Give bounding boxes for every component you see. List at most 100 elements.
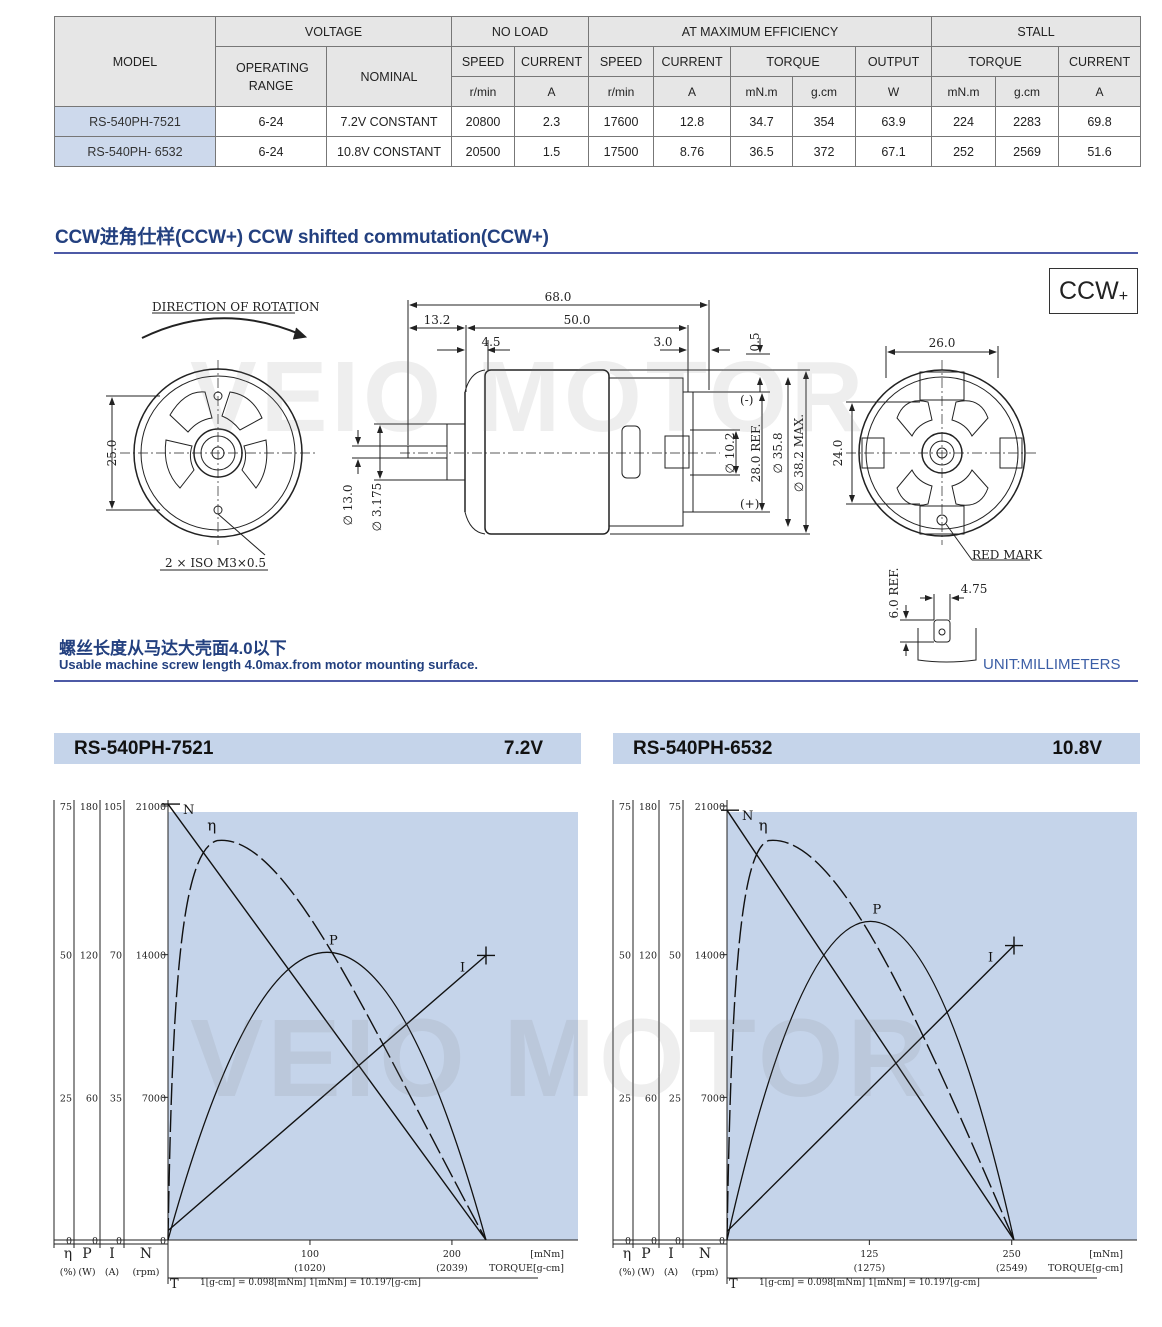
note-en: Usable machine screw length 4.0max.from … [59, 657, 478, 672]
cell-st-torque-gcm: 2569 [995, 136, 1060, 167]
label-red-mark: RED MARK [972, 548, 1043, 562]
cell-me-current: 8.76 [653, 136, 732, 167]
cell-st-torque-gcm: 2283 [995, 106, 1060, 137]
axis-tick-label: 60 [86, 1093, 98, 1104]
axis-tick-label: 21000 [136, 802, 166, 813]
dim-0-5: 0.5 [748, 332, 762, 351]
side-view [352, 300, 810, 535]
header-voltage: VOLTAGE [214, 16, 453, 47]
axis-tick-label: 70 [110, 951, 122, 962]
x-tick-label: 200 [443, 1249, 461, 1260]
cell-nominal: 10.8V CONSTANT [325, 136, 453, 167]
cell-me-torque-gcm: 354 [792, 106, 857, 137]
header-no-load: NO LOAD [451, 16, 590, 47]
series-n-line [167, 803, 487, 1241]
chart-model-2: RS-540PH-6532 [633, 738, 773, 759]
cell-nominal: 7.2V CONSTANT [325, 106, 453, 137]
header-me-torque: TORQUE [730, 46, 857, 77]
series-eta-label: η [759, 817, 768, 835]
chart-voltage-1: 7.2V [503, 738, 543, 759]
axis-tick-label: 21000 [695, 802, 725, 813]
axis-tick-label: 25 [60, 1093, 72, 1104]
x-tick-gcm-label: (2549) [996, 1263, 1028, 1274]
front-view [106, 312, 308, 571]
axis-tick-label: 14000 [136, 951, 166, 962]
cell-model: RS-540PH- 6532 [54, 136, 216, 167]
cell-range: 6-24 [215, 106, 327, 137]
series-n-label: N [742, 809, 753, 824]
axis-symbol: η [64, 1246, 72, 1262]
axis-tick-label: 0 [66, 1236, 72, 1247]
header-model: MODEL [54, 16, 216, 107]
dim-28: 28.0 REF. [749, 424, 763, 483]
x-tick-label: 100 [301, 1249, 319, 1260]
axis-tick-label: 25 [619, 1093, 631, 1104]
cell-nl-speed: 20500 [451, 136, 516, 167]
unit-note: UNIT:MILLIMETERS [983, 656, 1121, 673]
axis-symbol: N [699, 1246, 711, 1262]
axis-tick-label: 180 [639, 802, 657, 813]
dim-3-0: 3.0 [653, 335, 672, 349]
axis-tick-label: 35 [110, 1093, 122, 1104]
axis-unit: (rpm) [691, 1267, 718, 1278]
unit-mnm: mN.m [931, 76, 997, 107]
axis-unit: (%) [60, 1267, 76, 1278]
unit-mnm: mN.m [730, 76, 794, 107]
axis-tick-label: 120 [80, 951, 98, 962]
note-cn: 螺丝长度从马达大壳面4.0以下 [59, 639, 287, 658]
axis-symbol: N [140, 1246, 152, 1262]
series-i-label: I [988, 951, 993, 966]
torque-label: TORQUE[g-cm] [1048, 1263, 1123, 1274]
unit-amp: A [514, 76, 590, 107]
x-tick-gcm-label: (1275) [854, 1263, 886, 1274]
header-operating-range: OPERATING RANGE [215, 46, 327, 107]
unit-gcm: g.cm [792, 76, 857, 107]
cell-st-torque-mnm: 252 [931, 136, 997, 167]
axis-tick-label: 50 [619, 951, 631, 962]
dim-4-5: 4.5 [481, 335, 500, 349]
axis-tick-label: 75 [619, 802, 631, 813]
cell-range: 6-24 [215, 136, 327, 167]
cell-me-output: 63.9 [855, 106, 933, 137]
axis-tick-label: 105 [104, 802, 122, 813]
unit-watt: W [855, 76, 933, 107]
axis-unit: (W) [78, 1267, 95, 1278]
axis-tick-label: 0 [116, 1236, 122, 1247]
label-screw: 2 × ISO M3×0.5 [165, 556, 266, 570]
x-unit-label: [mNm] [530, 1249, 564, 1260]
ccw-label: CCW [1058, 277, 1119, 305]
ccw-badge: CCW+ [1049, 268, 1138, 314]
dim-50: 50.0 [564, 313, 591, 327]
axis-tick-label: 7000 [701, 1093, 725, 1104]
header-nominal: NOMINAL [325, 46, 453, 107]
axis-unit: (rpm) [132, 1267, 159, 1278]
series-p-label: P [329, 933, 338, 948]
series-eta-curve [167, 839, 487, 1241]
series-p-curve [167, 951, 487, 1241]
series-n-label: N [183, 803, 194, 818]
cell-me-speed: 17500 [588, 136, 655, 167]
label-minus: (-) [740, 393, 753, 407]
cell-nl-current: 1.5 [514, 136, 590, 167]
header-st-current: CURRENT [1058, 46, 1142, 77]
header-nl-speed: SPEED [451, 46, 516, 77]
axis-tick-label: 25 [669, 1093, 681, 1104]
x-unit-label: [mNm] [1089, 1249, 1123, 1260]
cell-st-current: 51.6 [1058, 136, 1142, 167]
dim-13-2: 13.2 [424, 313, 451, 327]
section-rule-bottom [54, 680, 1138, 682]
cell-me-torque-gcm: 372 [792, 136, 857, 167]
axis-symbol: P [82, 1246, 91, 1262]
header-st-torque: TORQUE [931, 46, 1060, 77]
header-me-speed: SPEED [588, 46, 655, 77]
dim-35-8: ∅ 35.8 [771, 433, 785, 474]
dim-68: 68.0 [545, 290, 572, 304]
t-label: T [170, 1277, 179, 1292]
chart-header-1: RS-540PH-7521 7.2V [54, 733, 581, 764]
dim-6: 6.0 REF. [887, 568, 901, 619]
cell-model: RS-540PH-7521 [54, 106, 216, 137]
dim-26: 26.0 [929, 336, 956, 350]
axis-tick-label: 180 [80, 802, 98, 813]
section-title: CCW进角仕样(CCW+) CCW shifted commutation(CC… [55, 227, 549, 248]
cell-me-current: 12.8 [653, 106, 732, 137]
